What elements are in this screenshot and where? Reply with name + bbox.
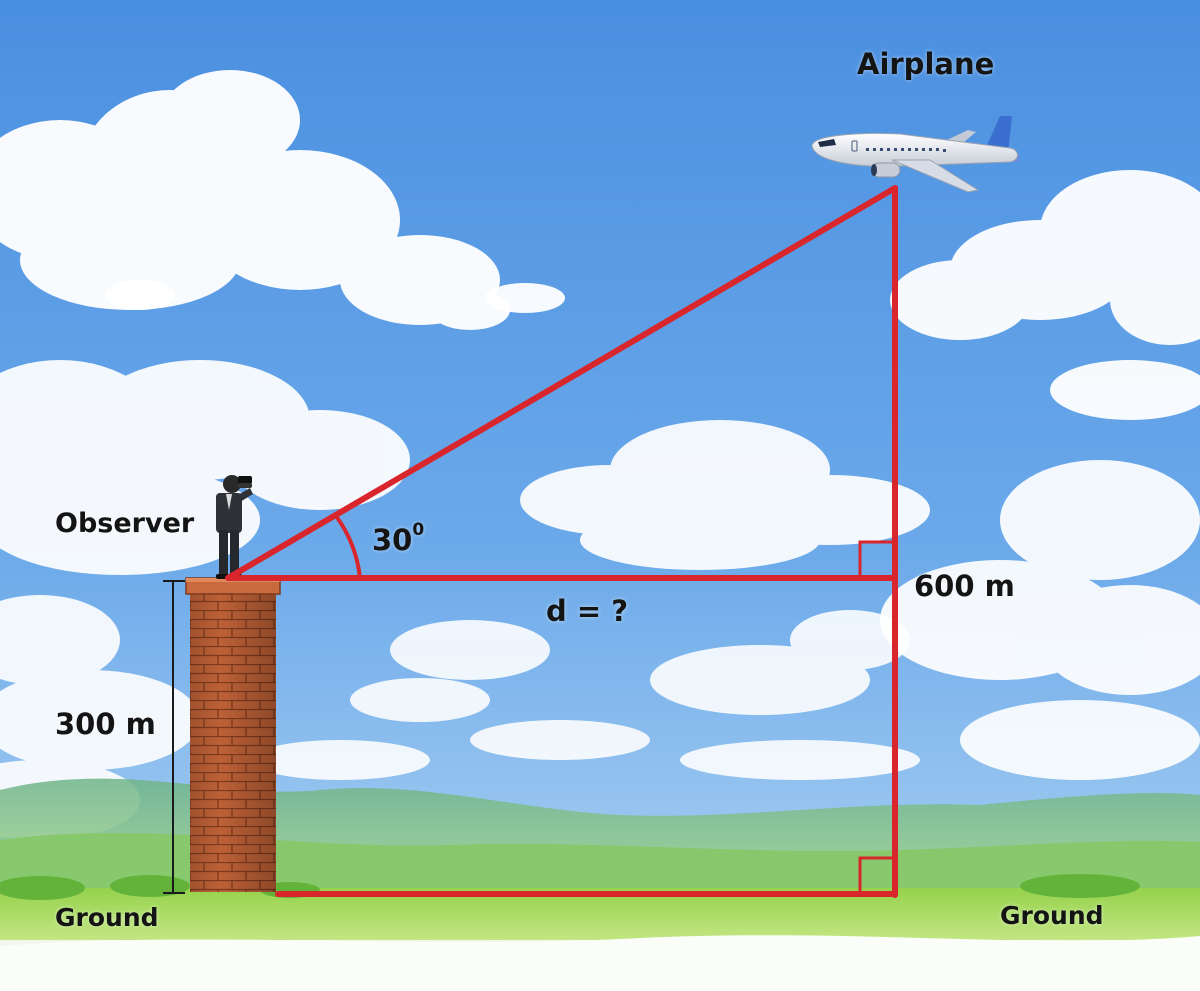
ground-grass	[0, 888, 1200, 948]
airplane-icon	[811, 116, 1020, 193]
clouds	[0, 70, 1200, 840]
cloud-icon	[0, 360, 410, 575]
hills-front	[0, 833, 1200, 895]
plane-height-label: 600 m	[914, 569, 1015, 603]
angle-arc	[334, 514, 362, 580]
angle-value: 30	[372, 523, 413, 557]
cloud-icon	[250, 610, 920, 780]
brick-tower-icon	[185, 577, 281, 892]
tower-height-label: 300 m	[55, 707, 156, 741]
ground-haze	[0, 935, 1200, 991]
line-of-sight	[225, 185, 898, 581]
right-angle-mark-icon	[858, 540, 897, 580]
airplane-label: Airplane	[857, 47, 995, 81]
ground-label-right: Ground	[1000, 901, 1104, 930]
ground-label-left: Ground	[55, 903, 159, 932]
cloud-icon	[890, 170, 1200, 420]
observer-label: Observer	[55, 508, 195, 539]
binoculars-icon	[238, 476, 252, 488]
distance-label: d = ?	[546, 594, 629, 628]
angle-degree-superscript: 0	[412, 520, 425, 541]
cloud-icon	[880, 460, 1200, 695]
right-angle-mark-icon	[858, 856, 897, 896]
triangle-construction	[225, 185, 898, 898]
cloud-icon	[105, 280, 565, 313]
tower-height-dimension	[163, 580, 185, 894]
angle-label: 300	[372, 520, 425, 557]
cloud-icon	[520, 420, 930, 570]
